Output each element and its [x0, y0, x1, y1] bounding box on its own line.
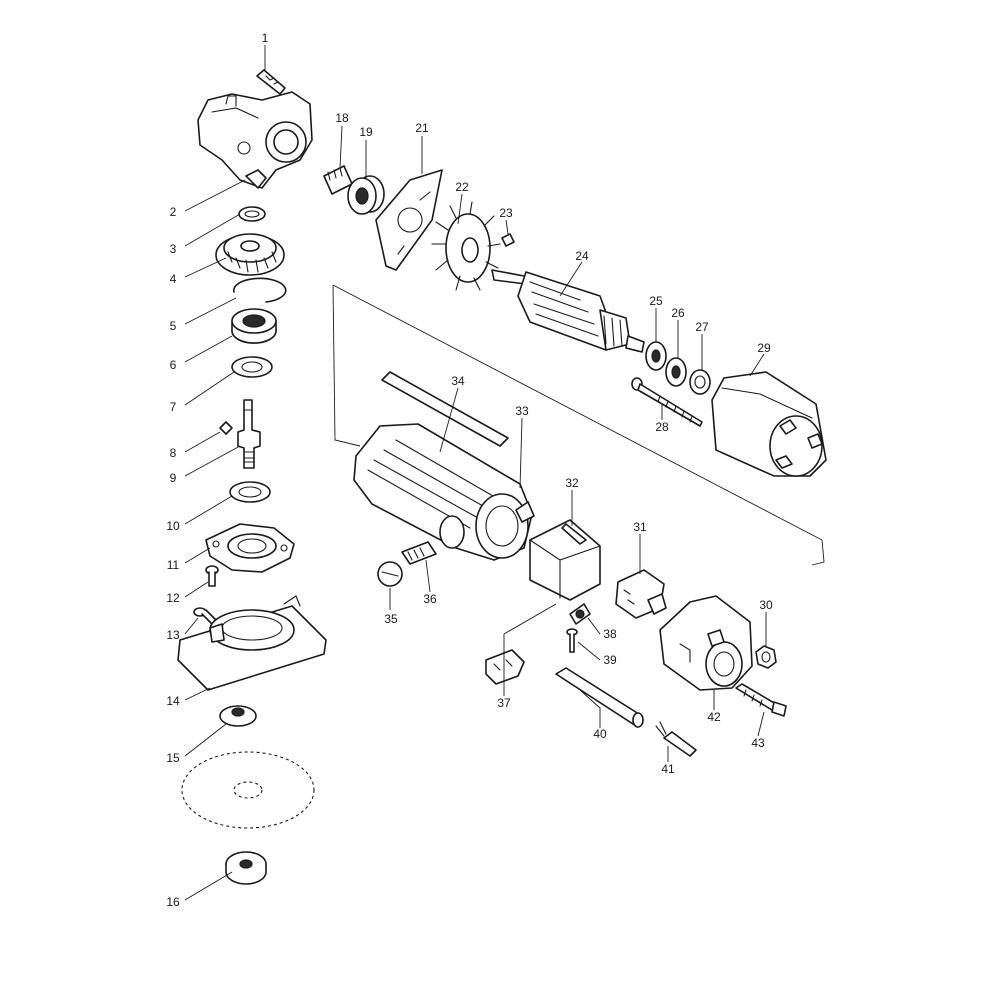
- part-14-wheel-guard: [177, 595, 327, 691]
- callout-40: 40: [593, 727, 607, 741]
- part-42-rear-cover: [659, 595, 753, 691]
- callout-43: 43: [751, 736, 765, 750]
- leader-lines: [184, 45, 767, 901]
- callout-16: 16: [166, 895, 180, 909]
- part-15-inner-flange: [219, 705, 257, 727]
- callout-35: 35: [384, 612, 398, 626]
- callout-4: 4: [170, 272, 177, 286]
- part-39-tapping-screw: [566, 628, 578, 653]
- callout-27: 27: [695, 320, 709, 334]
- part-21-baffle-plate: [375, 169, 443, 271]
- callout-42: 42: [707, 710, 721, 724]
- part-22-fan: [431, 201, 501, 291]
- part-29-field: [711, 371, 827, 477]
- callout-1: 1: [262, 31, 269, 45]
- part-5-snap-ring: [232, 277, 287, 303]
- callout-15: 15: [166, 751, 180, 765]
- part-31-switch: [615, 569, 667, 619]
- part-4-bevel-gear: [215, 233, 285, 276]
- callout-24: 24: [575, 249, 589, 263]
- part-41-power-cord: [655, 721, 697, 757]
- part-35-brush-holder-cap: [377, 561, 403, 587]
- grinding-wheel-outline: [181, 751, 315, 829]
- part-16-lock-nut: [225, 851, 267, 885]
- callout-19: 19: [359, 125, 373, 139]
- part-2-gear-housing: [197, 91, 313, 189]
- callout-2: 2: [170, 205, 177, 219]
- housing-group-frame: [332, 284, 825, 566]
- part-3-retaining-ring: [238, 206, 266, 222]
- part-37-terminal: [485, 649, 525, 685]
- part-40-cord-guard: [555, 667, 644, 728]
- callout-38: 38: [603, 627, 617, 641]
- part-6-ball-bearing: [231, 308, 277, 344]
- part-10-washer: [229, 481, 271, 503]
- callout-41: 41: [661, 762, 675, 776]
- callout-37: 37: [497, 696, 511, 710]
- part-38-strain-relief: [569, 603, 591, 625]
- part-7-flat-washer: [231, 356, 273, 378]
- part-9-spindle: [237, 399, 261, 469]
- part-11-bearing-box: [205, 523, 295, 573]
- callout-28: 28: [655, 420, 669, 434]
- part-1-screw: [256, 69, 286, 95]
- part-25-bearing: [645, 341, 667, 371]
- callout-33: 33: [515, 404, 529, 418]
- part-26-bearing: [665, 357, 687, 387]
- callout-21: 21: [415, 121, 429, 135]
- part-8-woodruff-key: [219, 421, 233, 435]
- callout-5: 5: [170, 319, 177, 333]
- callout-14: 14: [166, 694, 180, 708]
- part-27-insulation-washer: [689, 369, 711, 395]
- callout-10: 10: [166, 519, 180, 533]
- callout-9: 9: [170, 471, 177, 485]
- callout-25: 25: [649, 294, 663, 308]
- part-43-screw: [735, 683, 787, 717]
- callout-30: 30: [759, 598, 773, 612]
- part-19-bearing: [347, 175, 385, 215]
- callout-11: 11: [167, 558, 180, 572]
- callout-36: 36: [423, 592, 437, 606]
- part-13-screw: [193, 607, 217, 625]
- callout-6: 6: [170, 358, 177, 372]
- part-30-hex-nut: [755, 645, 777, 669]
- part-23-key: [501, 233, 515, 247]
- part-24-armature: [491, 269, 645, 353]
- callout-13: 13: [166, 628, 180, 642]
- callout-23: 23: [499, 206, 513, 220]
- callout-32: 32: [565, 476, 579, 490]
- callout-8: 8: [170, 446, 177, 460]
- callout-31: 31: [633, 520, 647, 534]
- part-28-long-screw: [631, 377, 703, 427]
- callout-26: 26: [671, 306, 685, 320]
- callout-18: 18: [335, 111, 349, 125]
- callout-7: 7: [170, 400, 177, 414]
- callout-29: 29: [757, 341, 771, 355]
- callout-22: 22: [455, 180, 469, 194]
- callout-34: 34: [451, 374, 465, 388]
- part-33-motor-housing: [353, 423, 535, 561]
- part-12-screw: [205, 565, 219, 587]
- callout-39: 39: [603, 653, 617, 667]
- part-32-switch-cover: [529, 519, 601, 601]
- callout-labels: 1 2 3 4 5 6 7 8 9 10 11 12 13 14 15 16 1…: [166, 31, 773, 909]
- callout-3: 3: [170, 242, 177, 256]
- part-34-label: [381, 371, 509, 447]
- part-36-carbon-brush: [401, 541, 437, 565]
- part-18-pinion: [323, 165, 353, 195]
- callout-12: 12: [166, 591, 180, 605]
